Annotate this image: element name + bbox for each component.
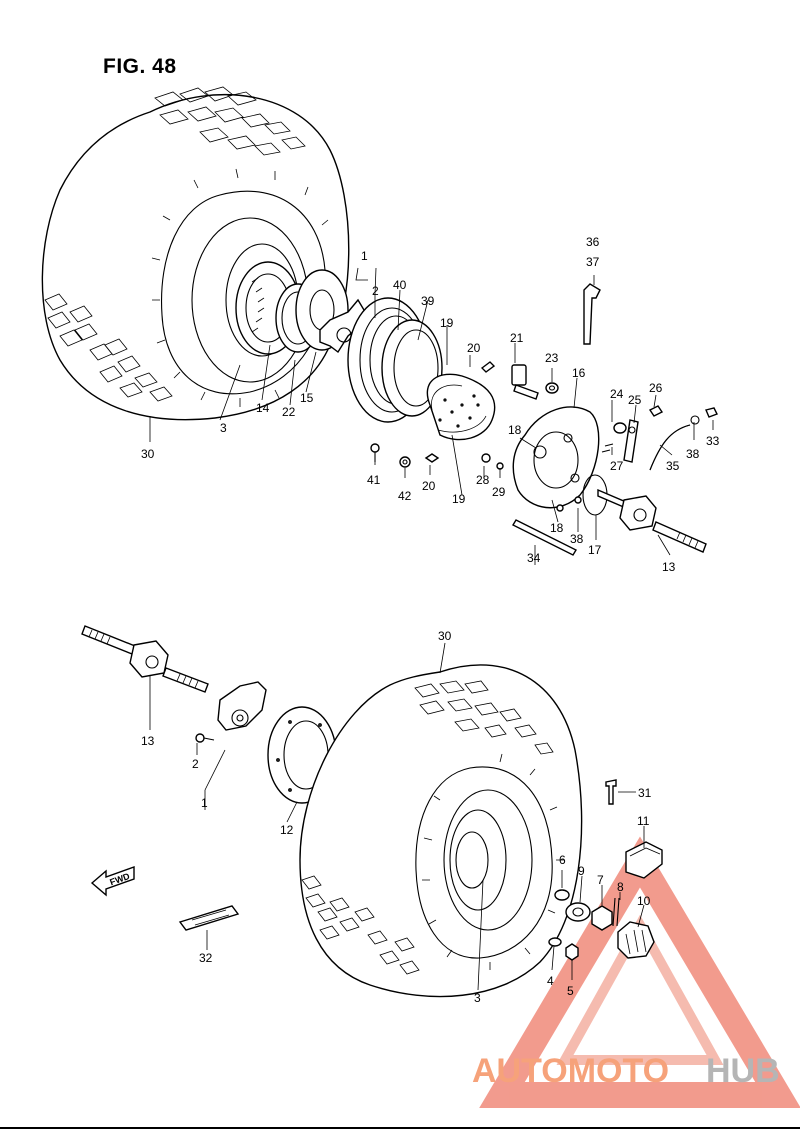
bolt-41 [370, 443, 380, 462]
axle-shaft-13-upper [597, 488, 707, 553]
nut-5 [565, 943, 579, 961]
callout-33: 33 [706, 434, 720, 448]
callout-17: 17 [588, 543, 602, 557]
callout-4: 4 [547, 974, 554, 988]
brake-panel-16 [512, 406, 600, 509]
callout-1-upper: 1 [361, 249, 368, 263]
washer-24 [613, 422, 627, 434]
nut-42 [399, 456, 411, 468]
washer-4 [548, 937, 562, 947]
callout-20-lower: 20 [422, 479, 436, 493]
callout-8: 8 [617, 880, 624, 894]
watermark-text-main: AUTOMOTO [472, 1052, 669, 1090]
watermark-text: AUTOMOTO HUB [472, 1052, 780, 1090]
watermark-logo [479, 836, 800, 1108]
small-fasteners [481, 453, 582, 512]
callout-25: 25 [628, 393, 642, 407]
callout-2-upper: 2 [372, 284, 379, 298]
callout-30-upper: 30 [141, 447, 155, 461]
callout-42: 42 [398, 489, 412, 503]
bolt-2-lower [195, 733, 215, 743]
callout-21: 21 [510, 331, 524, 345]
callout-20-upper: 20 [467, 341, 481, 355]
cable-35 [649, 424, 691, 471]
washer-9 [565, 902, 591, 922]
callout-40: 40 [393, 278, 407, 292]
callout-6: 6 [559, 853, 566, 867]
label-plate-32 [178, 905, 240, 931]
bolt-20 [480, 361, 496, 373]
callout-19-lower: 19 [452, 492, 466, 506]
callout-38-lower: 38 [570, 532, 584, 546]
callout-27: 27 [610, 459, 624, 473]
callout-23: 23 [545, 351, 559, 365]
pin-34 [512, 519, 577, 556]
stud-bolt-31 [605, 779, 617, 805]
callout-numbers: 1 2 40 39 19 20 21 23 36 37 16 24 25 26 … [141, 235, 720, 1005]
figure-title: FIG. 48 [103, 55, 177, 78]
leader-lines [149, 267, 714, 991]
brake-shoe-19 [426, 373, 496, 441]
fwd-arrow-icon: FWD [90, 866, 135, 897]
callout-7: 7 [597, 873, 604, 887]
fwd-label: FWD [108, 871, 131, 888]
callout-26: 26 [649, 381, 663, 395]
callout-14: 14 [256, 401, 270, 415]
washer-6 [554, 889, 570, 901]
callout-16: 16 [572, 366, 586, 380]
callout-24: 24 [610, 387, 624, 401]
callout-2-lower: 2 [192, 757, 199, 771]
callout-19-upper: 19 [440, 316, 454, 330]
callout-13-lower: 13 [141, 734, 155, 748]
brake-cam-21 [511, 364, 539, 400]
callout-32: 32 [199, 951, 213, 965]
callout-30-lower: 30 [438, 629, 452, 643]
callout-31: 31 [638, 786, 652, 800]
callout-3-lower: 3 [474, 991, 481, 1005]
callout-18-lower: 18 [550, 521, 564, 535]
callout-41: 41 [367, 473, 381, 487]
wrench-36-37 [583, 283, 601, 345]
cotter-pin-8 [612, 897, 620, 927]
lower-tire [299, 664, 583, 998]
bolt-20b [424, 453, 440, 463]
callout-13-upper: 13 [662, 560, 676, 574]
wheel-hub-flange-1-lower [217, 681, 267, 731]
callout-37: 37 [586, 255, 600, 269]
callout-28: 28 [476, 473, 490, 487]
bolt-33 [705, 407, 718, 418]
callout-38-right: 38 [686, 447, 700, 461]
washer-23 [545, 382, 559, 394]
castle-nut-7 [591, 905, 613, 931]
brake-lever-25 [623, 419, 639, 463]
hub-cap-11 [625, 841, 663, 879]
callout-34: 34 [527, 551, 541, 565]
hub-cap-10 [617, 921, 655, 959]
bolt-26 [648, 405, 664, 417]
callout-18-upper: 18 [508, 423, 522, 437]
callout-36: 36 [586, 235, 600, 249]
callout-22: 22 [282, 405, 296, 419]
watermark-text-hub: HUB [706, 1052, 780, 1090]
clip-38 [690, 415, 700, 425]
upper-tire [41, 86, 350, 421]
callout-29: 29 [492, 485, 506, 499]
callout-5: 5 [567, 984, 574, 998]
spring-27 [601, 443, 614, 453]
callout-3-upper: 3 [220, 421, 227, 435]
callout-39: 39 [421, 294, 435, 308]
callout-35: 35 [666, 459, 680, 473]
axle-shaft-13-lower [81, 625, 209, 693]
callout-10: 10 [637, 894, 651, 908]
callout-15: 15 [300, 391, 314, 405]
callout-11: 11 [637, 814, 650, 828]
callout-9: 9 [578, 864, 585, 878]
callout-1-lower: 1 [201, 796, 208, 810]
callout-12: 12 [280, 823, 294, 837]
